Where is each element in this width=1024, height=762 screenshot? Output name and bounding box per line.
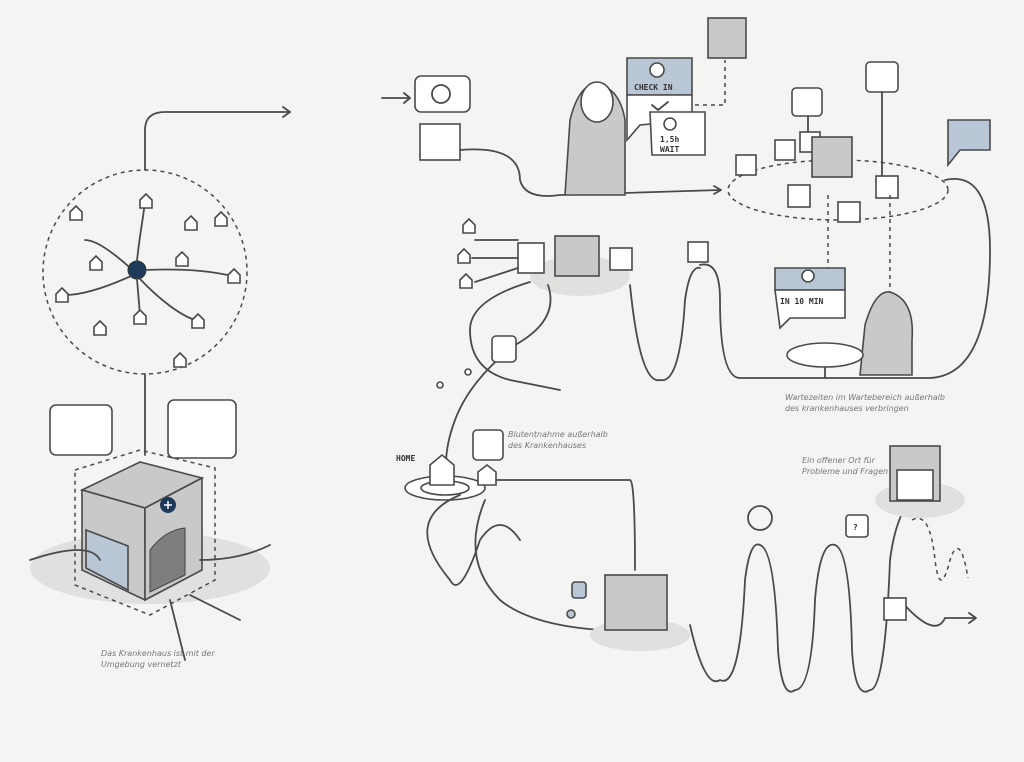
caption-waiting-line1: Wartezeiten im Wartebereich außerhalb bbox=[785, 393, 945, 402]
waiting-area-squares bbox=[735, 61, 899, 223]
home-label: HOME bbox=[396, 454, 415, 463]
caption-open-line2: Probleme und Fragen bbox=[802, 467, 888, 476]
appointment-bubble bbox=[414, 75, 471, 113]
home-area: HOME bbox=[396, 429, 636, 631]
caption-waiting-line2: des krankenhauses verbringen bbox=[785, 404, 909, 413]
caption-blood-line1: Blutentnahme außerhalb bbox=[508, 430, 608, 439]
in-minutes-label: IN 10 MIN bbox=[780, 297, 824, 306]
caption-open-line1: Ein offener Ort für bbox=[802, 456, 875, 465]
caption-network-line2: Umgebung vernetzt bbox=[101, 660, 182, 669]
middle-journey: IN 10 MIN bbox=[436, 195, 914, 491]
caption-network-line1: Das Krankenhaus ist mit der bbox=[101, 649, 215, 658]
question-label: ? bbox=[853, 523, 858, 532]
clock-bubble bbox=[947, 119, 991, 168]
caption-blood-line2: des Krankenhauses bbox=[508, 441, 586, 450]
calendar-icon bbox=[419, 123, 461, 161]
network-circle bbox=[42, 106, 291, 456]
wait-time-label: 1,5h bbox=[660, 135, 679, 144]
home-icon bbox=[429, 453, 455, 486]
check-in-label: CHECK IN bbox=[634, 83, 673, 92]
hospital-middle bbox=[554, 235, 600, 277]
top-journey: CHECK IN 1,5h WAIT bbox=[381, 17, 991, 379]
bottom-journey: ? bbox=[566, 445, 977, 693]
speech-bubble-box bbox=[49, 404, 113, 456]
hospital-bottom bbox=[604, 574, 668, 631]
hospital-building bbox=[29, 399, 271, 661]
house-icons bbox=[55, 192, 241, 368]
hospital-small-icon bbox=[707, 17, 747, 59]
speech-bubble-network bbox=[167, 399, 237, 459]
wait-label: WAIT bbox=[660, 145, 679, 154]
person-waiting bbox=[859, 291, 914, 376]
